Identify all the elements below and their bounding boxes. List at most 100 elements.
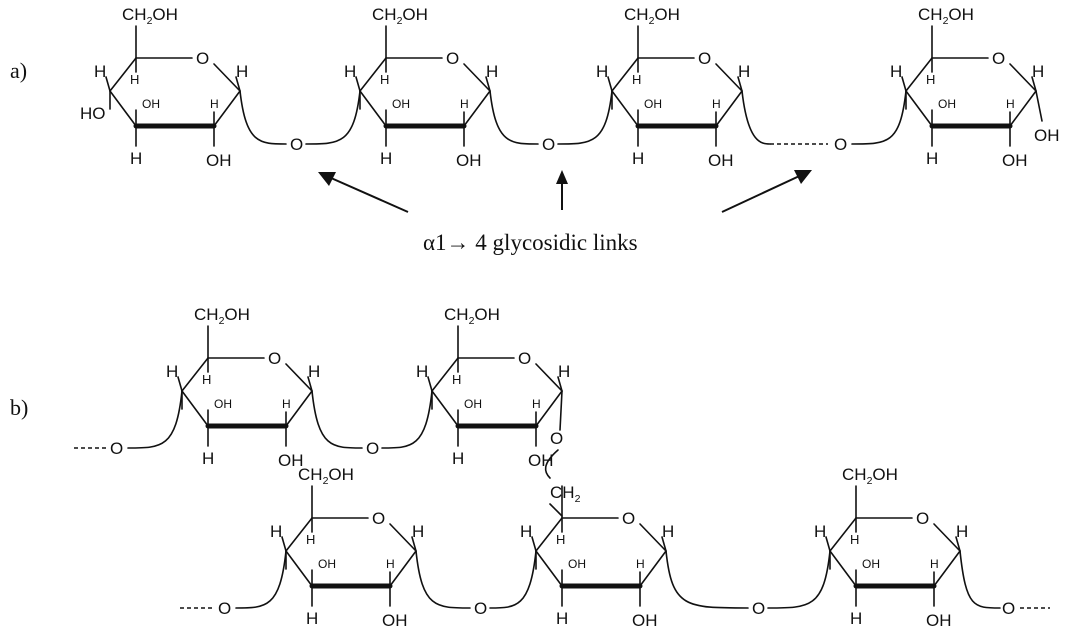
h-c2: H <box>386 557 395 571</box>
ch2oh-group: CH2OH <box>624 5 680 27</box>
ring-oxygen-label: O <box>446 49 459 68</box>
branch-bond-c1-o <box>559 390 563 431</box>
lower-chain-end-oxygen: O <box>1002 599 1015 618</box>
h-c2: H <box>282 397 291 411</box>
c1-up-bond <box>557 376 563 392</box>
oh-c2: OH <box>206 151 232 170</box>
ring-bond-o-c1 <box>1009 63 1037 92</box>
c1-up-bond <box>235 76 241 92</box>
glycosidic-oxygen: O <box>752 599 765 618</box>
glycosidic-link-arrows <box>318 170 812 213</box>
ring-oxygen-label: O <box>372 509 385 528</box>
ring-bond-c4-c5 <box>905 57 933 92</box>
c4-up-bond <box>607 76 613 92</box>
c1-up-bond <box>955 536 961 552</box>
h-c1: H <box>412 522 424 541</box>
h-c2: H <box>636 557 645 571</box>
c1-up-bond <box>1031 76 1037 92</box>
h-c4: H <box>596 62 608 81</box>
ring-oxygen-label: O <box>698 49 711 68</box>
ring-bond-o-c1 <box>535 363 563 392</box>
c4-up-bond <box>105 76 111 92</box>
oh-c3: OH <box>214 397 232 411</box>
oh-c3: OH <box>938 97 956 111</box>
arrow-left <box>321 173 409 213</box>
ring-bond-c3-c4 <box>181 390 209 427</box>
oh-c3: OH <box>862 557 880 571</box>
h-c3: H <box>556 609 568 628</box>
arrow-middle-head <box>556 170 568 184</box>
ring-oxygen-label: O <box>268 349 281 368</box>
ch2oh-group: CH2OH <box>298 465 354 487</box>
ring-bond-c1-c2 <box>1009 90 1037 127</box>
glycosidic-oxygen: O <box>290 135 303 154</box>
ring-bond-c1-c2 <box>213 90 241 127</box>
oh-c2: OH <box>926 611 952 630</box>
upper-chain-start-bond <box>127 390 183 449</box>
glycosidic-bond-left <box>415 550 471 609</box>
h-c1: H <box>662 522 674 541</box>
h-c4: H <box>344 62 356 81</box>
h-c3: H <box>632 149 644 168</box>
glycosidic-bond-left <box>489 90 539 145</box>
h-c1: H <box>558 362 570 381</box>
glycosidic-bond-right <box>381 390 433 449</box>
h-c3: H <box>850 609 862 628</box>
ring-bond-c1-c2 <box>933 550 961 587</box>
c4-up-bond <box>281 536 287 552</box>
c1-up-bond <box>737 76 743 92</box>
glycosidic-bond-left <box>239 90 287 145</box>
oh-c2: OH <box>382 611 408 630</box>
ring-bond-c3-c4 <box>829 550 857 587</box>
c4-up-bond <box>177 376 183 392</box>
ch2oh-group: CH2OH <box>194 305 250 327</box>
ring-bond-c1-c2 <box>535 390 563 427</box>
h-c4: H <box>520 522 532 541</box>
lower-chain-start-bond <box>235 550 287 609</box>
oh-c3: OH <box>318 557 336 571</box>
h-c3: H <box>130 149 142 168</box>
ring-bond-c4-c5 <box>109 57 137 92</box>
arrow-right <box>721 171 809 213</box>
h-c2: H <box>532 397 541 411</box>
oh-c2: OH <box>1002 151 1028 170</box>
glycosidic-oxygen: O <box>834 135 847 154</box>
oh-c2: OH <box>632 611 658 630</box>
ring-oxygen-label: O <box>992 49 1005 68</box>
ring-bond-c4-c5 <box>359 57 387 92</box>
ch2oh-group: CH2OH <box>842 465 898 487</box>
c4-up-bond <box>531 536 537 552</box>
glycosidic-oxygen: O <box>474 599 487 618</box>
ring-bond-o-c1 <box>715 63 743 92</box>
c4-up-bond <box>427 376 433 392</box>
ring-bond-o-c1 <box>933 523 961 552</box>
oh-c3: OH <box>644 97 662 111</box>
glycosidic-bond-right <box>767 550 831 609</box>
h-c4: H <box>814 522 826 541</box>
glycosidic-bond-right <box>851 90 907 145</box>
h-c5: H <box>452 372 461 387</box>
h-c1: H <box>236 62 248 81</box>
ring-oxygen-label: O <box>916 509 929 528</box>
ring-bond-o-c1 <box>213 63 241 92</box>
h-c5: H <box>202 372 211 387</box>
branch-oxygen: O <box>550 429 563 448</box>
ring-bond-c3-c4 <box>359 90 387 127</box>
h-c5: H <box>306 532 315 547</box>
oh-c3: OH <box>142 97 160 111</box>
ring-bond-o-c1 <box>639 523 667 552</box>
h-c1: H <box>738 62 750 81</box>
ring-bond-o-c1 <box>285 363 313 392</box>
c1-up-bond <box>485 76 491 92</box>
ring-oxygen-label: O <box>196 49 209 68</box>
ring-bond-c1-c2 <box>463 90 491 127</box>
